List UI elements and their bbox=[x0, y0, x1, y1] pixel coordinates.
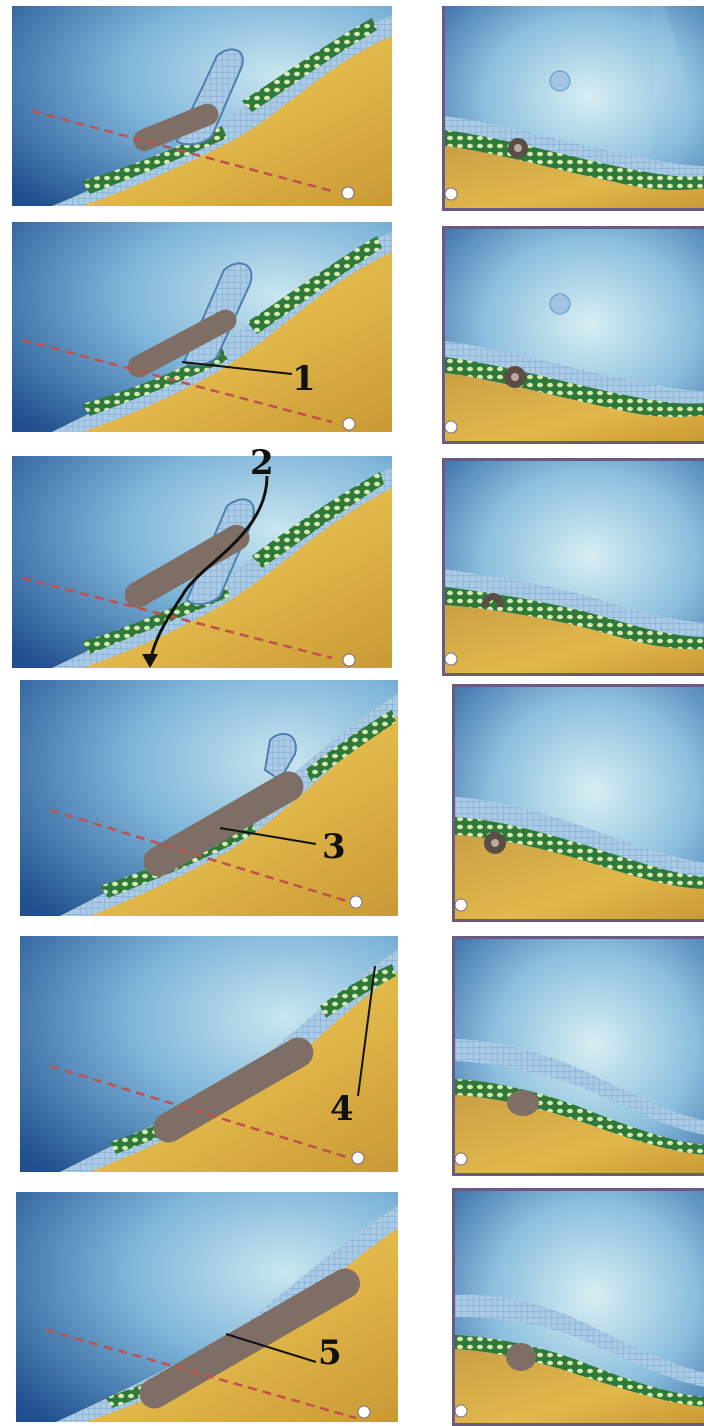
left-panel-4 bbox=[20, 680, 398, 916]
stage-marker bbox=[343, 654, 355, 666]
left-panel-6 bbox=[16, 1192, 398, 1422]
stage-marker bbox=[445, 188, 457, 200]
label-5: 5 bbox=[318, 1336, 342, 1370]
stage-marker bbox=[445, 421, 457, 433]
left-panel-3 bbox=[12, 456, 392, 668]
stage-marker bbox=[343, 418, 355, 430]
stage-marker bbox=[358, 1406, 370, 1418]
label-1: 1 bbox=[292, 362, 316, 396]
stage-marker bbox=[350, 896, 362, 908]
stage-marker bbox=[445, 653, 457, 665]
right-panel-5 bbox=[452, 936, 704, 1176]
label-4: 4 bbox=[330, 1092, 354, 1126]
stage-marker bbox=[455, 899, 467, 911]
stage-marker bbox=[455, 1405, 467, 1417]
right-panel-2 bbox=[442, 226, 704, 444]
right-panel-1 bbox=[442, 6, 704, 211]
right-panel-3 bbox=[442, 458, 704, 676]
left-panel-2 bbox=[12, 222, 392, 432]
right-panel-6 bbox=[452, 1188, 704, 1426]
left-panel-1 bbox=[12, 6, 392, 206]
right-panel-4 bbox=[452, 684, 704, 922]
left-panel-5 bbox=[20, 936, 398, 1172]
stage-marker bbox=[352, 1152, 364, 1164]
stage-marker bbox=[342, 187, 354, 199]
stage-marker bbox=[455, 1153, 467, 1165]
label-3: 3 bbox=[322, 830, 346, 864]
label-2: 2 bbox=[250, 446, 274, 480]
